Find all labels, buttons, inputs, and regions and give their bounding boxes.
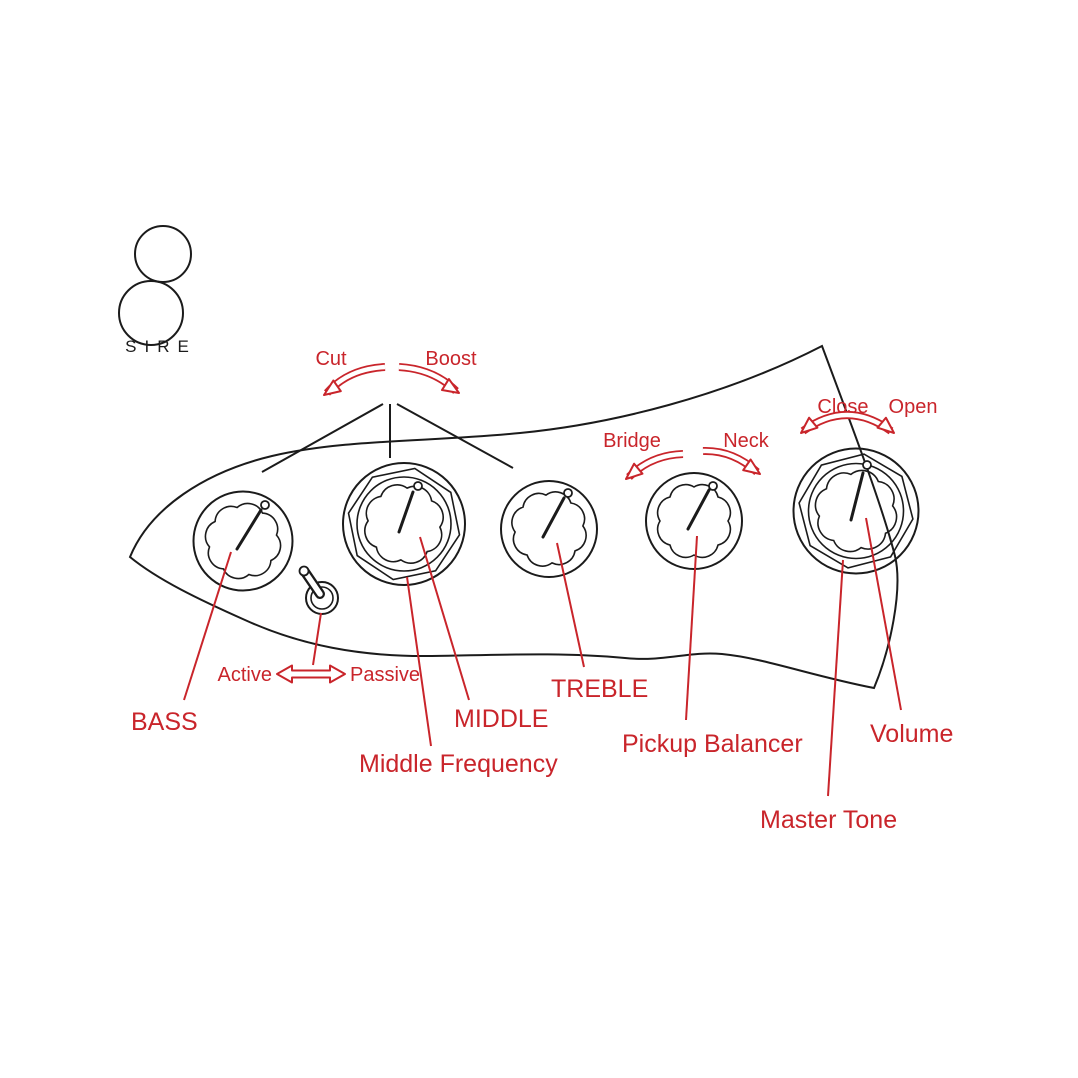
cut-label: Cut [315, 348, 347, 370]
logo-bottom-loop [118, 280, 184, 346]
treble-knob-pointer [541, 496, 566, 539]
sire-logo: SIRE [118, 225, 197, 356]
active-passive-toggle-switch [298, 565, 339, 615]
cut-arrowhead-icon [323, 379, 342, 396]
volume-knob-pointer [849, 471, 865, 522]
toggle-base-inner-ring [310, 586, 334, 610]
treble-label: TREBLE [551, 675, 648, 703]
bass-label: BASS [131, 708, 198, 736]
treble-knob-dot [563, 488, 573, 498]
treble-callout-line [556, 542, 585, 668]
volume-knob-outer-ring [792, 447, 920, 575]
bridge-label: Bridge [603, 430, 661, 452]
middle-knob-outer-ring [342, 462, 466, 586]
bass-callout-line [183, 551, 232, 701]
toggle-callout-line [312, 612, 322, 666]
neck-label: Neck [723, 430, 770, 452]
middle-frequency-callout-line [406, 576, 432, 747]
middle-knob-inner-ring [356, 476, 452, 572]
neck-arrowhead-icon [742, 458, 761, 475]
pickup-balancer-knob [645, 472, 743, 570]
bridge-neck-annotation: Bridge Neck [603, 430, 770, 480]
treble-knob [500, 480, 598, 578]
boost-curved-arrow [398, 363, 460, 394]
pickup-balancer-ring [645, 472, 743, 570]
sire-logo-text: SIRE [125, 337, 197, 356]
cut-boost-annotation: Cut Boost [261, 348, 514, 473]
open-arrowhead-icon [876, 416, 895, 434]
pickup-balancer-pointer [686, 488, 711, 531]
middle-knob-octagon [347, 467, 461, 581]
volume-knob-octagon [798, 453, 914, 569]
bass-knob-grip [204, 502, 282, 580]
boost-label: Boost [425, 348, 477, 370]
bridge-curved-arrow [625, 450, 684, 480]
neck-curved-arrow [702, 446, 761, 476]
middle-label: MIDDLE [454, 705, 548, 733]
toggle-base-ring [305, 581, 339, 615]
active-passive-double-arrow-icon [276, 664, 346, 684]
pickup-balancer-callout-line [685, 535, 698, 721]
open-label: Open [889, 396, 938, 418]
bridge-arrowhead-icon [625, 462, 644, 480]
middle-frequency-label: Middle Frequency [359, 750, 558, 778]
volume-knob-inner-ring [807, 462, 905, 560]
passive-label: Passive [350, 664, 420, 686]
control-plate-outline [128, 344, 899, 690]
middle-stacked-knob [342, 462, 466, 586]
close-open-annotation: Close Open [800, 396, 938, 435]
middle-knob-pointer [397, 490, 415, 534]
close-open-curved-arrow [800, 411, 895, 435]
bass-knob [192, 490, 294, 592]
treble-knob-ring [500, 480, 598, 578]
active-passive-annotation: Active Passive [218, 612, 420, 686]
bass-knob-dot [260, 500, 270, 510]
cut-curved-arrow [323, 363, 386, 396]
toggle-lever-tip [298, 565, 310, 577]
bass-knob-ring [192, 490, 294, 592]
master-tone-label: Master Tone [760, 806, 897, 834]
toggle-lever-inner [302, 569, 323, 597]
boost-arrowhead-icon [440, 378, 460, 394]
middle-knob-grip [364, 484, 444, 564]
middle-knob-dot [413, 481, 423, 491]
master-tone-callout-line [827, 559, 844, 797]
pickup-balancer-label: Pickup Balancer [622, 730, 803, 758]
label-callouts: BASS MIDDLE Middle Frequency TREBLE Pick… [131, 517, 953, 834]
volume-tone-stacked-knob [792, 447, 920, 575]
active-label: Active [218, 664, 272, 686]
volume-label: Volume [870, 720, 953, 748]
volume-knob-grip [814, 469, 898, 553]
logo-top-loop [134, 225, 192, 283]
cut-boost-pointer-lines [261, 403, 514, 473]
close-arrowhead-icon [800, 416, 819, 434]
middle-callout-line [419, 536, 470, 701]
volume-callout-line [865, 517, 902, 711]
bass-knob-pointer [235, 508, 263, 551]
volume-knob-dot [862, 460, 872, 470]
pickup-balancer-dot [708, 481, 718, 491]
